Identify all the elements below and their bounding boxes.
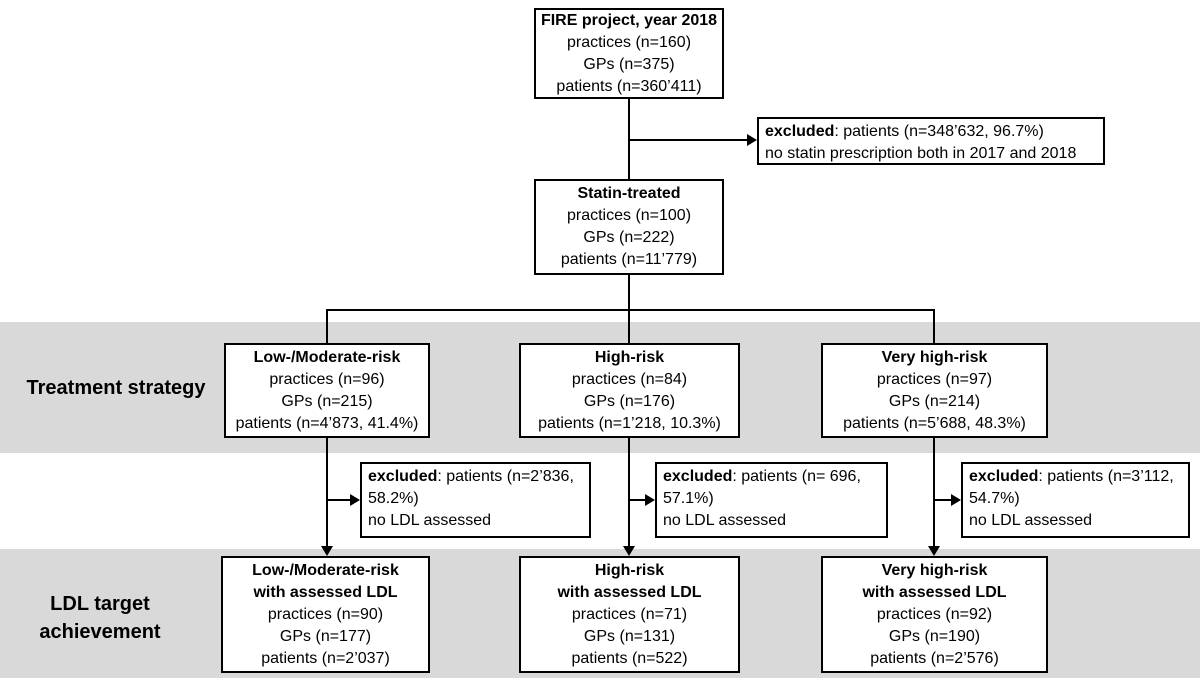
exclusion-line: excluded: patients (n=348’632, 96.7%) bbox=[765, 123, 1044, 140]
node-line: GPs (n=222) bbox=[583, 229, 675, 246]
node-line: practices (n=90) bbox=[267, 605, 384, 623]
connector-line bbox=[326, 309, 935, 311]
exclusion-very-high-no-ldl: excluded: patients (n=3’112, 54.7%) no L… bbox=[961, 462, 1190, 538]
node-line: patients (n=4’873, 41.4%) bbox=[235, 414, 419, 432]
node-title: with assessed LDL bbox=[862, 583, 1007, 601]
connector-line bbox=[326, 438, 328, 546]
connector-line bbox=[933, 309, 935, 343]
treatment-strategy-label: Treatment strategy bbox=[26, 377, 206, 399]
arrowhead-down-icon bbox=[623, 546, 635, 556]
node-line: GPs (n=375) bbox=[583, 55, 675, 73]
node-fire-project: FIRE project, year 2018 practices (n=160… bbox=[534, 8, 724, 99]
exclusion-line: no LDL assessed bbox=[663, 512, 787, 529]
node-line: patients (n=1’218, 10.3%) bbox=[538, 414, 721, 432]
node-high-risk-ldl: High-risk with assessed LDL practices (n… bbox=[519, 556, 740, 673]
ldl-target-label: LDL target achievement bbox=[10, 590, 190, 646]
exclusion-bold-label: excluded bbox=[368, 468, 438, 485]
node-title: High-risk bbox=[594, 561, 665, 579]
exclusion-line: 54.7%) bbox=[969, 490, 1020, 507]
connector-line bbox=[326, 499, 350, 501]
connector-line bbox=[933, 438, 935, 546]
connector-line bbox=[628, 275, 630, 311]
node-title: Very high-risk bbox=[881, 348, 988, 366]
arrowhead-down-icon bbox=[321, 546, 333, 556]
arrowhead-right-icon bbox=[951, 494, 961, 506]
exclusion-line: excluded: patients (n=3’112, bbox=[969, 468, 1174, 485]
node-line: patients (n=360’411) bbox=[556, 77, 702, 95]
node-line: GPs (n=177) bbox=[279, 627, 372, 645]
arrowhead-right-icon bbox=[350, 494, 360, 506]
node-title: Low-/Moderate-risk bbox=[253, 348, 401, 366]
node-title: High-risk bbox=[594, 348, 665, 366]
exclusion-line: no LDL assessed bbox=[969, 512, 1093, 529]
node-title: with assessed LDL bbox=[253, 583, 398, 601]
node-very-high-risk: Very high-risk practices (n=97) GPs (n=2… bbox=[821, 343, 1048, 438]
node-line: practices (n=160) bbox=[566, 33, 692, 51]
node-line: GPs (n=215) bbox=[281, 392, 373, 410]
ldl-target-label-line2: achievement bbox=[39, 621, 161, 643]
node-line: patients (n=2’576) bbox=[870, 649, 999, 667]
arrowhead-right-icon bbox=[645, 494, 655, 506]
exclusion-line: 58.2%) bbox=[368, 490, 419, 507]
node-low-moderate-risk-ldl: Low-/Moderate-risk with assessed LDL pra… bbox=[221, 556, 430, 673]
node-low-moderate-risk: Low-/Moderate-risk practices (n=96) GPs … bbox=[224, 343, 430, 438]
connector-line bbox=[628, 499, 645, 501]
connector-line bbox=[629, 139, 747, 141]
node-line: practices (n=97) bbox=[876, 370, 993, 388]
ldl-target-label-line1: LDL target bbox=[50, 593, 150, 615]
node-line: practices (n=92) bbox=[876, 605, 993, 623]
exclusion-line: excluded: patients (n=2’836, bbox=[368, 468, 574, 485]
exclusion-line: excluded: patients (n= 696, bbox=[663, 468, 861, 485]
node-line: patients (n=522) bbox=[571, 649, 688, 667]
node-line: practices (n=96) bbox=[269, 370, 385, 388]
exclusion-low-moderate-no-ldl: excluded: patients (n=2’836, 58.2%) no L… bbox=[360, 462, 591, 538]
node-line: patients (n=11’779) bbox=[560, 251, 698, 268]
exclusion-line: no LDL assessed bbox=[368, 512, 492, 529]
node-line: patients (n=2’037) bbox=[261, 649, 390, 667]
connector-line bbox=[628, 309, 630, 343]
arrowhead-down-icon bbox=[928, 546, 940, 556]
node-statin-treated: Statin-treated practices (n=100) GPs (n=… bbox=[534, 179, 724, 275]
connector-line bbox=[326, 309, 328, 343]
exclusion-bold-label: excluded bbox=[663, 468, 733, 485]
node-high-risk: High-risk practices (n=84) GPs (n=176) p… bbox=[519, 343, 740, 438]
node-title: FIRE project, year 2018 bbox=[540, 11, 718, 29]
node-line: patients (n=5’688, 48.3%) bbox=[843, 414, 1026, 432]
arrowhead-right-icon bbox=[747, 134, 757, 146]
exclusion-no-statin: excluded: patients (n=348’632, 96.7%) no… bbox=[757, 117, 1105, 165]
connector-line bbox=[628, 438, 630, 546]
node-line: GPs (n=131) bbox=[583, 627, 676, 645]
node-title: with assessed LDL bbox=[557, 583, 702, 601]
node-title: Low-/Moderate-risk bbox=[252, 561, 399, 579]
node-line: GPs (n=176) bbox=[583, 392, 676, 410]
node-line: GPs (n=190) bbox=[888, 627, 981, 645]
node-title: Very high-risk bbox=[881, 561, 988, 579]
exclusion-line: 57.1%) bbox=[663, 490, 714, 507]
node-line: practices (n=84) bbox=[571, 370, 688, 388]
exclusion-high-no-ldl: excluded: patients (n= 696, 57.1%) no LD… bbox=[655, 462, 888, 538]
node-line: practices (n=100) bbox=[566, 207, 692, 224]
connector-line bbox=[933, 499, 951, 501]
node-very-high-risk-ldl: Very high-risk with assessed LDL practic… bbox=[821, 556, 1048, 673]
node-title: Statin-treated bbox=[577, 185, 681, 202]
node-line: GPs (n=214) bbox=[888, 392, 981, 410]
node-line: practices (n=71) bbox=[571, 605, 688, 623]
exclusion-line: no statin prescription both in 2017 and … bbox=[765, 145, 1077, 162]
exclusion-bold-label: excluded bbox=[969, 468, 1039, 485]
exclusion-bold-label: excluded bbox=[765, 123, 835, 140]
